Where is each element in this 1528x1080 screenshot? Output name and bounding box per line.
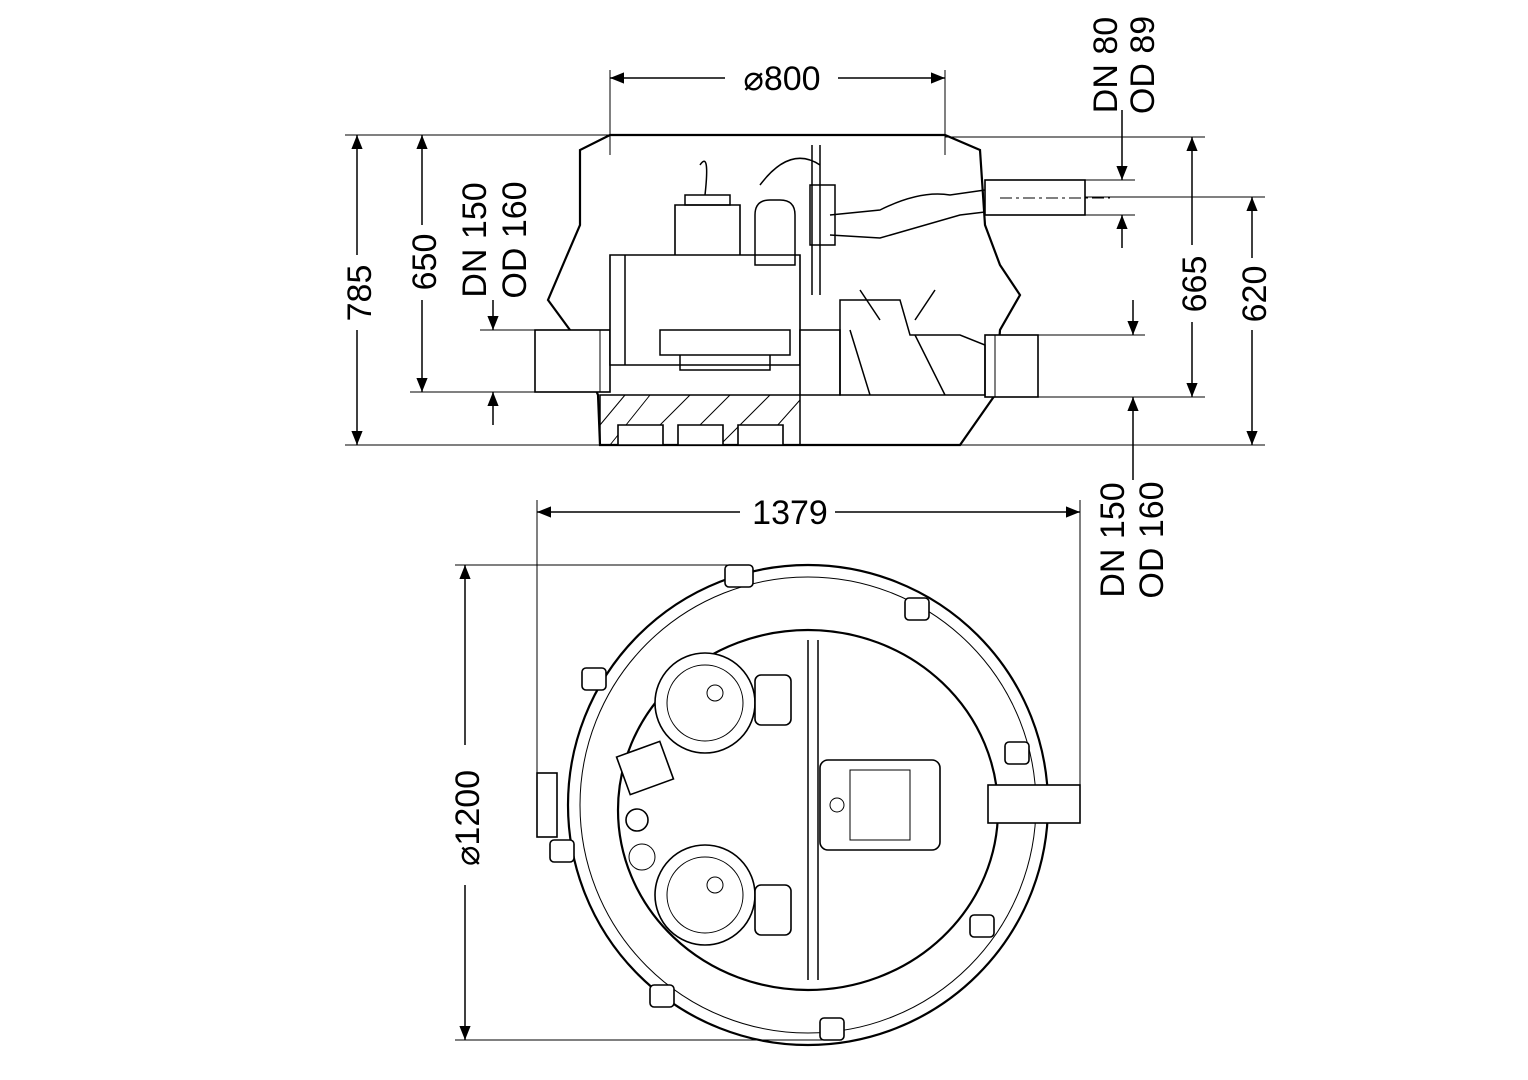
outlet-od: OD 89 [1124,16,1162,114]
cable-gland [625,808,649,832]
valve-mechanism [759,145,986,396]
valve-block-top [819,759,941,851]
dim-outlet-size: DN 80 OD 89 [1085,16,1162,248]
outlet-dn: DN 80 [1087,17,1125,113]
vent-port [628,843,656,871]
dim-inlet-height-right: 665 [945,136,1214,398]
dim-outlet-height-label: 620 [1236,266,1274,323]
dim-overall-width-label: 1379 [752,494,828,532]
outlet-stub [987,784,1081,824]
base-hatch [599,394,801,446]
dim-diameter: ⌀1200 [449,564,825,1041]
pump-top-1 [654,652,792,754]
pump-unit [609,160,841,396]
control-plate [615,740,675,796]
dim-inlet-height-right-label: 665 [1176,256,1214,313]
dim-right-inlet-size: DN 150 OD 160 [1038,300,1171,599]
dim-top-opening: ⌀800 [609,60,946,135]
left-inlet-pipe [534,329,611,393]
dim-diameter-label: ⌀1200 [449,770,487,866]
side-view: ⌀800 785 650 DN 150 OD 160 [341,16,1274,599]
dim-overall-width: 1379 [536,494,1081,785]
dim-left-inlet-size: DN 150 OD 160 [456,181,535,425]
dim-top-opening-label: ⌀800 [743,60,820,98]
dim-total-height-label: 785 [341,265,379,322]
dim-inlet-height-left: 650 [406,135,535,393]
left-inlet-stub [536,772,558,838]
right-inlet-od: OD 160 [1133,481,1171,598]
dim-total-height: 785 [341,134,610,446]
top-view: 1379 ⌀1200 [449,494,1081,1047]
pump-top-2 [654,844,792,946]
right-inlet-dn: DN 150 [1094,482,1132,597]
right-inlet-pipe [984,334,1039,398]
dim-inlet-height-left-label: 650 [406,234,444,291]
left-inlet-dn: DN 150 [456,182,494,297]
left-inlet-od: OD 160 [496,181,534,298]
rim-lugs [549,564,1030,1041]
center-divider [807,640,819,980]
dim-outlet-height: 620 [960,196,1274,446]
